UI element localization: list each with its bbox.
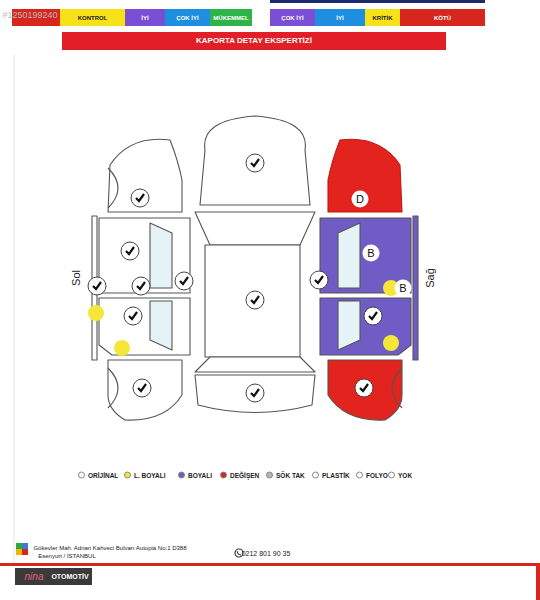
check-mark: [175, 272, 193, 290]
check-mark: [364, 307, 382, 325]
scale-cell: ÇOK İYİ: [165, 9, 210, 26]
scale-cell: KÖTÜ: [400, 9, 485, 26]
check-mark: [126, 247, 134, 254]
legend-item: PLASTİK: [312, 472, 350, 479]
legend-item: YOK: [388, 472, 412, 479]
legend-item: BOYALI: [178, 472, 212, 479]
legend-swatch: [220, 472, 227, 479]
legend-text: BOYALI: [188, 472, 212, 479]
check-mark: [138, 384, 146, 391]
title-banner: KAPORTA DETAY EKSPERTİZİ: [62, 32, 446, 50]
address: Esenyurt / İSTANBUL: [38, 553, 96, 559]
phone: 0212 801 90 35: [242, 550, 291, 557]
check-mark: [251, 296, 259, 303]
check-mark: [133, 379, 151, 397]
legend-swatch: [178, 472, 185, 479]
check-mark: [246, 384, 264, 402]
check-mark: [355, 379, 373, 397]
legend-text: L. BOYALI: [134, 472, 166, 479]
scale-cell: ÇOK İYİ: [270, 9, 315, 26]
scale-text: ÇOK İYİ: [176, 15, 198, 21]
legend-swatch: [388, 472, 395, 479]
paint-dot: [114, 340, 130, 356]
scale-text: KRİTİK: [373, 15, 393, 21]
check-mark: [369, 312, 377, 319]
legend-swatch: [312, 472, 319, 479]
brand-logo: OTOMOTİV: [51, 573, 88, 580]
check-mark: [246, 291, 264, 309]
legend-item: SÖK TAK: [266, 472, 305, 479]
check-mark: [360, 384, 368, 391]
part-code: B: [395, 280, 412, 297]
legend-text: ORİJİNAL: [88, 472, 118, 479]
scale-cell: MÜKEMMEL: [210, 9, 252, 26]
scale-cell: İYİ: [315, 9, 365, 26]
scale-cell: KONTROL: [60, 9, 125, 26]
scale-text: İYİ: [141, 15, 148, 21]
check-mark: [315, 276, 323, 283]
check-mark: [131, 189, 149, 207]
legend-swatch: [78, 472, 85, 479]
legend-text: PLASTİK: [322, 472, 350, 479]
legend-text: YOK: [398, 472, 412, 479]
side-label: Sol: [70, 270, 82, 286]
legend-item: FOLYO: [356, 472, 388, 479]
legend-text: SÖK TAK: [276, 472, 305, 479]
legend-item: ORİJİNAL: [78, 472, 118, 479]
side-label: Sağ: [424, 268, 436, 288]
check-mark: [310, 271, 328, 289]
legend-swatch: [356, 472, 363, 479]
legend-item: DEĞİŞEN: [220, 472, 259, 479]
scale-text: MÜKEMMEL: [213, 15, 248, 21]
scale-text: İYİ: [336, 15, 343, 21]
paint-dot: [383, 335, 399, 351]
check-mark: [121, 242, 139, 260]
part-code: B: [363, 245, 380, 262]
check-mark: [251, 389, 259, 396]
check-mark: [136, 194, 144, 201]
legend-item: L. BOYALI: [124, 472, 166, 479]
scale-cell: KRİTİK: [365, 9, 400, 26]
scale-cell: İYİ: [125, 9, 165, 26]
check-mark: [129, 312, 137, 319]
legend-swatch: [266, 472, 273, 479]
brand-logo: nina: [25, 571, 44, 582]
check-mark: [246, 154, 264, 172]
legend-text: DEĞİŞEN: [230, 472, 259, 479]
scale-text: KÖTÜ: [434, 15, 451, 21]
scale-text: ÇOK İYİ: [281, 15, 303, 21]
scale-text: KONTROL: [78, 15, 108, 21]
check-mark: [124, 307, 142, 325]
paint-dot: [88, 305, 104, 321]
check-mark: [251, 159, 259, 166]
check-mark: [137, 282, 145, 289]
legend-text: FOLYO: [366, 472, 388, 479]
check-mark: [180, 277, 188, 284]
legend-swatch: [124, 472, 131, 479]
check-mark: [132, 277, 150, 295]
address: Gökevler Mah. Adnan Kahveci Bulvarı Auto…: [33, 545, 186, 551]
check-mark: [88, 277, 106, 295]
part-code: D: [352, 191, 369, 208]
check-mark: [93, 282, 101, 289]
watermark: #1250199240: [2, 10, 57, 20]
